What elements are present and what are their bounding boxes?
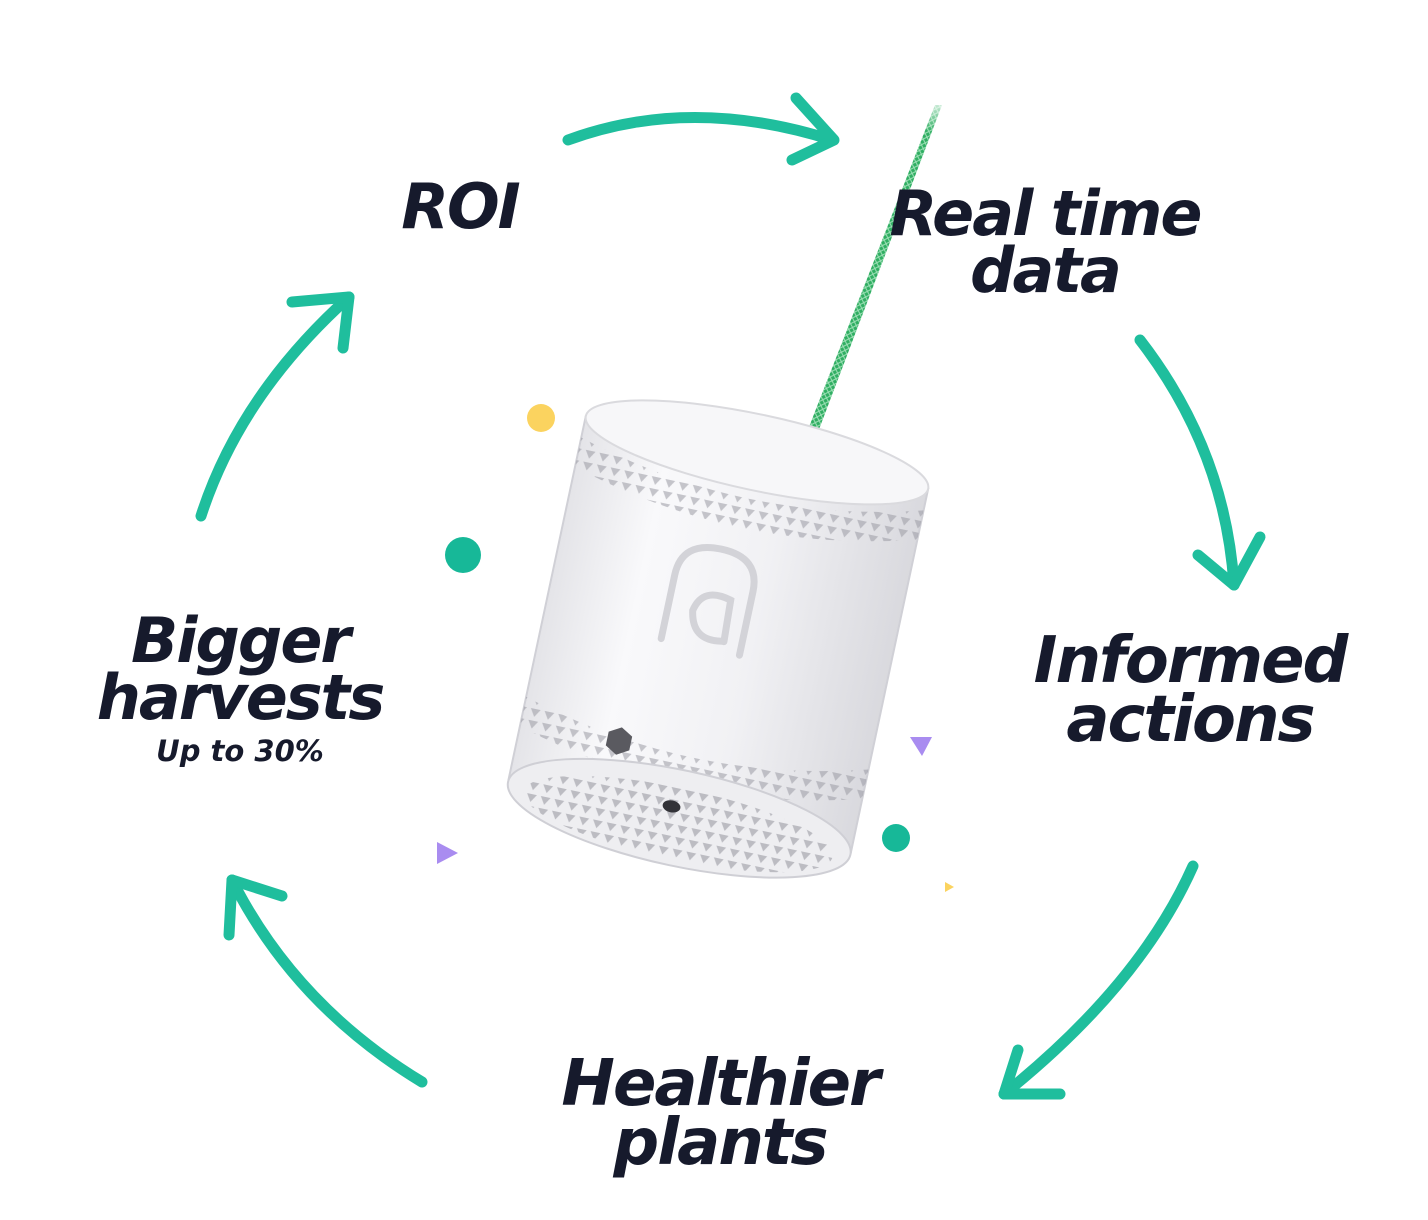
label-bigger-harvests: Bigger harvests Up to 30% (70, 604, 410, 769)
arrow-bigger-to-roi (195, 291, 355, 522)
sensor-device (506, 399, 930, 879)
label-healthier-plants-line1: Healthier (561, 1047, 880, 1121)
teal-dot-right (882, 824, 910, 852)
label-bigger-harvests-line1: Bigger (131, 604, 351, 677)
label-informed-actions: Informed actions (1010, 624, 1370, 757)
label-healthier-plants: Healthier plants (540, 1047, 900, 1180)
cable (807, 95, 946, 432)
label-roi: ROI (360, 170, 560, 243)
purple-triangle-right (910, 737, 932, 756)
label-healthier-plants-line2: plants (613, 1105, 828, 1180)
label-real-time-data-line2: data (970, 234, 1122, 308)
yellow-triangle (945, 882, 954, 892)
label-real-time-data-line1: Real time (889, 177, 1203, 250)
label-roi-text: ROI (401, 170, 521, 243)
arrow-realtime-to-informed (1134, 334, 1266, 591)
arrow-healthier-to-bigger (223, 874, 428, 1088)
arrow-informed-to-healthier (998, 860, 1199, 1100)
label-real-time-data: Real time data (860, 177, 1230, 308)
label-bigger-harvests-line2: harvests (96, 661, 385, 735)
label-informed-actions-line2: actions (1066, 682, 1315, 757)
purple-triangle-left (437, 842, 458, 864)
teal-dot-left (445, 537, 481, 573)
label-informed-actions-line1: Informed (1033, 624, 1349, 698)
yellow-dot (527, 404, 555, 432)
a-letter-logo-icon (657, 543, 758, 659)
label-bigger-harvests-sub: Up to 30% (156, 734, 324, 769)
arrow-roi-to-realtime (562, 92, 840, 166)
